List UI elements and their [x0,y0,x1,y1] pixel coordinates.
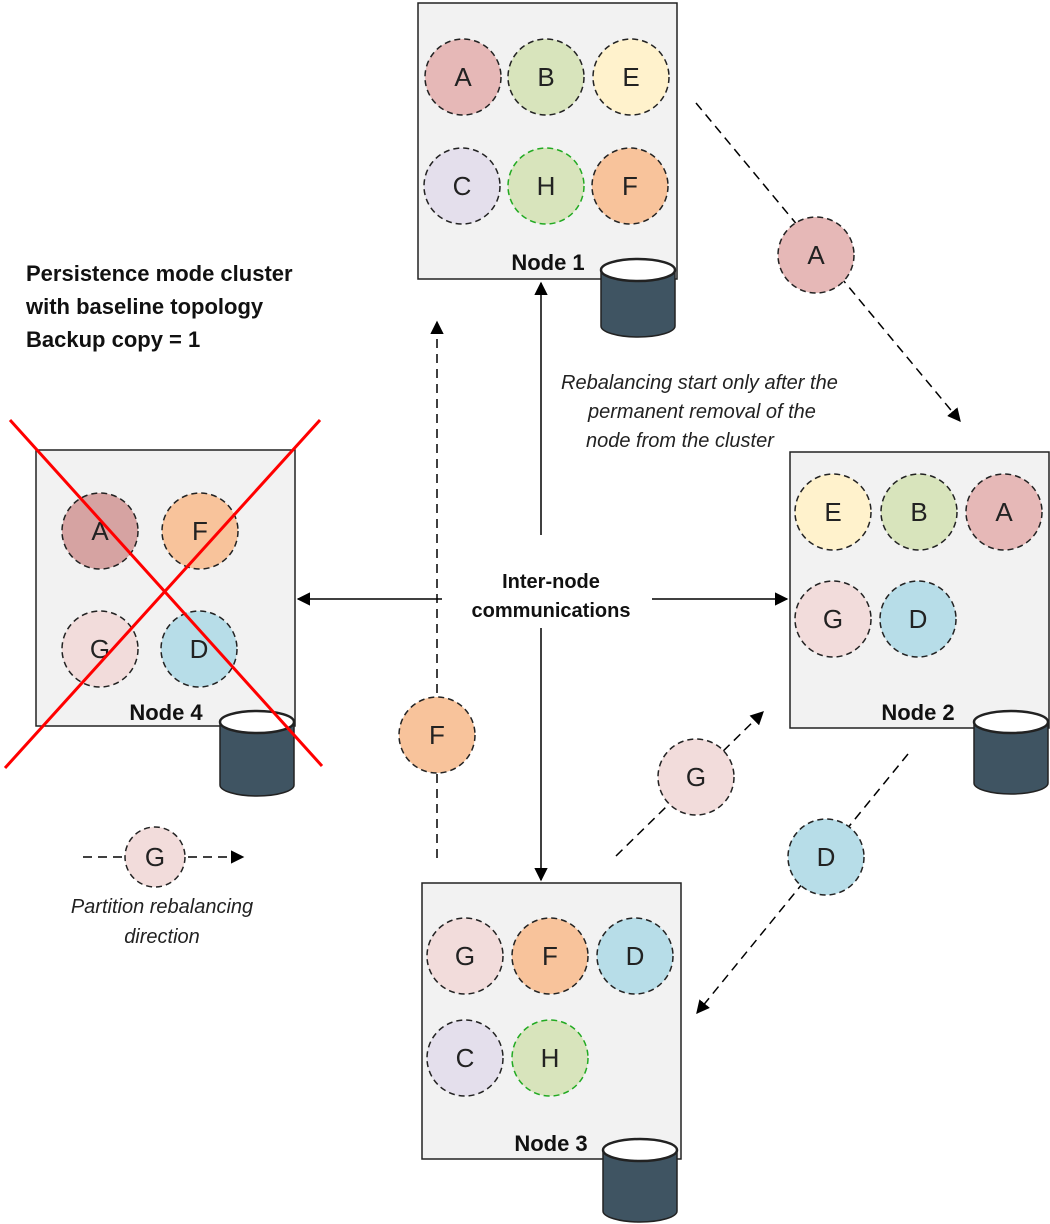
node-3-partition-g: G [426,917,504,995]
svg-text:B: B [910,497,927,527]
node-3-partition-c: C [426,1019,504,1097]
node-2-partition-a: A [965,473,1043,551]
node-1-partition-e: E [592,38,670,116]
node-1-partition-c: C [423,147,501,225]
svg-text:G: G [823,604,843,634]
svg-text:C: C [456,1043,475,1073]
node-3-label: Node 3 [514,1131,587,1156]
svg-text:H: H [537,171,556,201]
node-1-partition-f: F [591,147,669,225]
info-line-2: with baseline topology [25,294,264,319]
node-3-partition-d: D [596,917,674,995]
node-2-partition-e: E [794,473,872,551]
svg-text:H: H [541,1043,560,1073]
node-3-database-icon [601,1137,679,1223]
node-2-partition-d: D [879,580,957,658]
info-line-3: Backup copy = 1 [26,327,200,352]
center-label-line-1: Inter-node [502,571,600,593]
node-4-failed-cross [3,418,324,770]
moving-partition-f: F [398,696,476,774]
legend-partition-label: G [145,842,165,872]
svg-text:D: D [909,604,928,634]
legend-text-line-2: direction [124,926,200,948]
moving-partition-g: G [657,738,735,816]
node-4-label: Node 4 [129,700,203,725]
svg-text:E: E [824,497,841,527]
node-4-partition-f: F [161,492,239,570]
svg-text:D: D [817,842,836,872]
svg-text:G: G [90,634,110,664]
svg-text:F: F [429,720,445,750]
node-2-database-icon [972,709,1050,795]
node-4-partition-a: A [61,492,139,570]
svg-text:F: F [192,516,208,546]
node-1-label: Node 1 [511,250,584,275]
svg-text:A: A [454,62,472,92]
legend-text-line-1: Partition rebalancing [71,896,253,918]
node-2-label: Node 2 [881,700,954,725]
node-4-partition-g: G [61,610,139,688]
svg-text:C: C [453,171,472,201]
svg-text:A: A [807,240,825,270]
node-1-database-icon [599,257,677,338]
moving-partition-a: A [777,216,855,294]
info-line-1: Persistence mode cluster [26,261,293,286]
svg-text:G: G [455,941,475,971]
note-line-3: node from the cluster [586,430,775,452]
node-4-partition-d: D [160,610,238,688]
node-1-partition-a: A [424,38,502,116]
legend: G Partition rebalancing direction [71,826,253,948]
svg-text:F: F [542,941,558,971]
svg-text:D: D [190,634,209,664]
svg-text:F: F [622,171,638,201]
svg-text:E: E [622,62,639,92]
legend-partition-circle [124,826,186,888]
moving-partition-d: D [787,818,865,896]
center-label-background [448,562,646,626]
rebalance-arrow-g [615,711,764,857]
svg-text:D: D [626,941,645,971]
note-line-1: Rebalancing start only after the [561,372,838,394]
node-1-partition-b: B [507,38,585,116]
node-3-partition-f: F [511,917,589,995]
node-1-partition-h: H [507,147,585,225]
svg-text:B: B [537,62,554,92]
node-2-partition-g: G [794,580,872,658]
note-line-2: permanent removal of the [587,401,816,423]
node-2-partition-b: B [880,473,958,551]
rebalance-arrow-a [695,102,961,423]
center-label-line-2: communications [472,600,631,622]
node-3-partition-h: H [511,1019,589,1097]
svg-text:A: A [995,497,1013,527]
svg-text:G: G [686,762,706,792]
